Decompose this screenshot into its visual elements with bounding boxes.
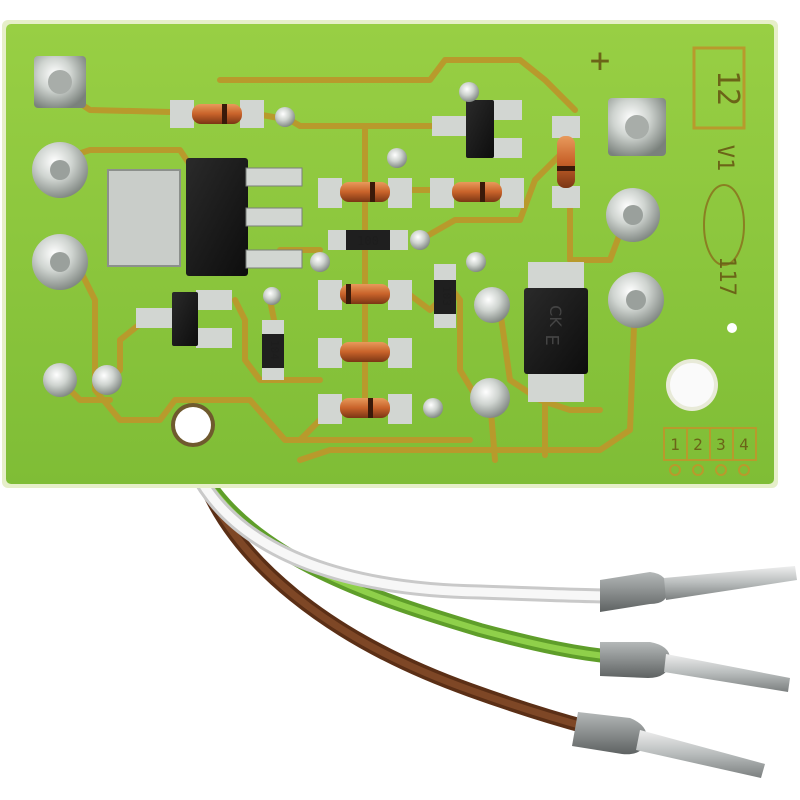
revision-label: V1 — [712, 145, 737, 172]
regulator-marking: CK — [546, 305, 565, 327]
svg-text:103: 103 — [440, 286, 453, 306]
svg-text:12: 12 — [710, 70, 745, 106]
diode-marking: E — [541, 334, 562, 345]
version-box: 12 — [692, 46, 746, 130]
rectifier-diode: E CK — [524, 262, 588, 402]
part-number: 117 — [714, 256, 739, 296]
melf-diodes — [170, 100, 580, 424]
ferrule-green — [600, 642, 790, 692]
svg-text:2: 2 — [693, 435, 703, 454]
connector-pins: 1 2 3 4 — [663, 427, 757, 476]
transistor-left — [136, 290, 232, 348]
alignment-dot — [727, 323, 737, 333]
ferrule-white — [600, 566, 797, 612]
smd-resistor-2: 104 — [262, 287, 284, 380]
voltage-regulator — [107, 158, 303, 276]
terminal-pads — [32, 56, 666, 418]
svg-text:100: 100 — [357, 234, 379, 248]
polarity-mark: + — [590, 41, 610, 81]
svg-text:104: 104 — [268, 340, 281, 360]
svg-text:1: 1 — [670, 435, 680, 454]
transistor-top — [432, 82, 522, 158]
smd-resistor-3: 103 — [434, 252, 486, 328]
inspection-stamp — [703, 184, 745, 266]
smd-resistor-1: 100 — [310, 230, 430, 272]
svg-text:4: 4 — [739, 435, 749, 454]
pcb-board: E CK — [2, 20, 778, 488]
svg-text:3: 3 — [716, 435, 726, 454]
wire-bundle — [187, 462, 622, 735]
ferrule-brown — [572, 712, 765, 778]
